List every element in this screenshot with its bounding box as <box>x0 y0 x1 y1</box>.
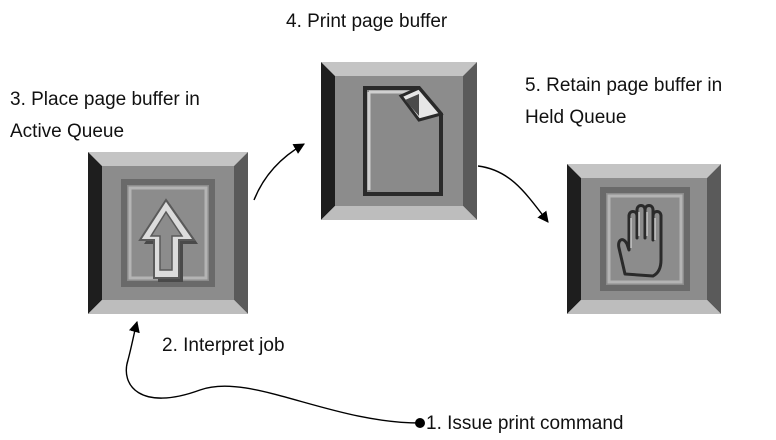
connector-active-to-print <box>253 143 305 201</box>
page-icon <box>321 62 477 220</box>
step-1-label: 1. Issue print command <box>426 413 624 434</box>
step-5-label-line2: Held Queue <box>525 107 627 128</box>
up-arrow-icon <box>88 152 248 314</box>
held-queue-button[interactable] <box>567 164 721 314</box>
connector-issue-to-active <box>125 320 421 424</box>
step-5-label-line1: 5. Retain page buffer in <box>525 75 723 96</box>
step-4-label: 4. Print page buffer <box>286 11 448 32</box>
active-queue-button[interactable] <box>88 152 248 314</box>
step-3-label-line2: Active Queue <box>10 121 125 142</box>
step-5-label: 5. Retain page buffer in Held Queue <box>525 70 722 134</box>
step-3-label-line1: 3. Place page buffer in <box>10 89 200 110</box>
print-page-button[interactable] <box>321 62 477 220</box>
hand-icon <box>567 164 721 314</box>
connector-print-to-held <box>477 165 549 223</box>
issue-start-dot <box>415 418 425 428</box>
step-3-label: 3. Place page buffer in Active Queue <box>10 84 200 148</box>
step-2-label: 2. Interpret job <box>162 335 285 356</box>
